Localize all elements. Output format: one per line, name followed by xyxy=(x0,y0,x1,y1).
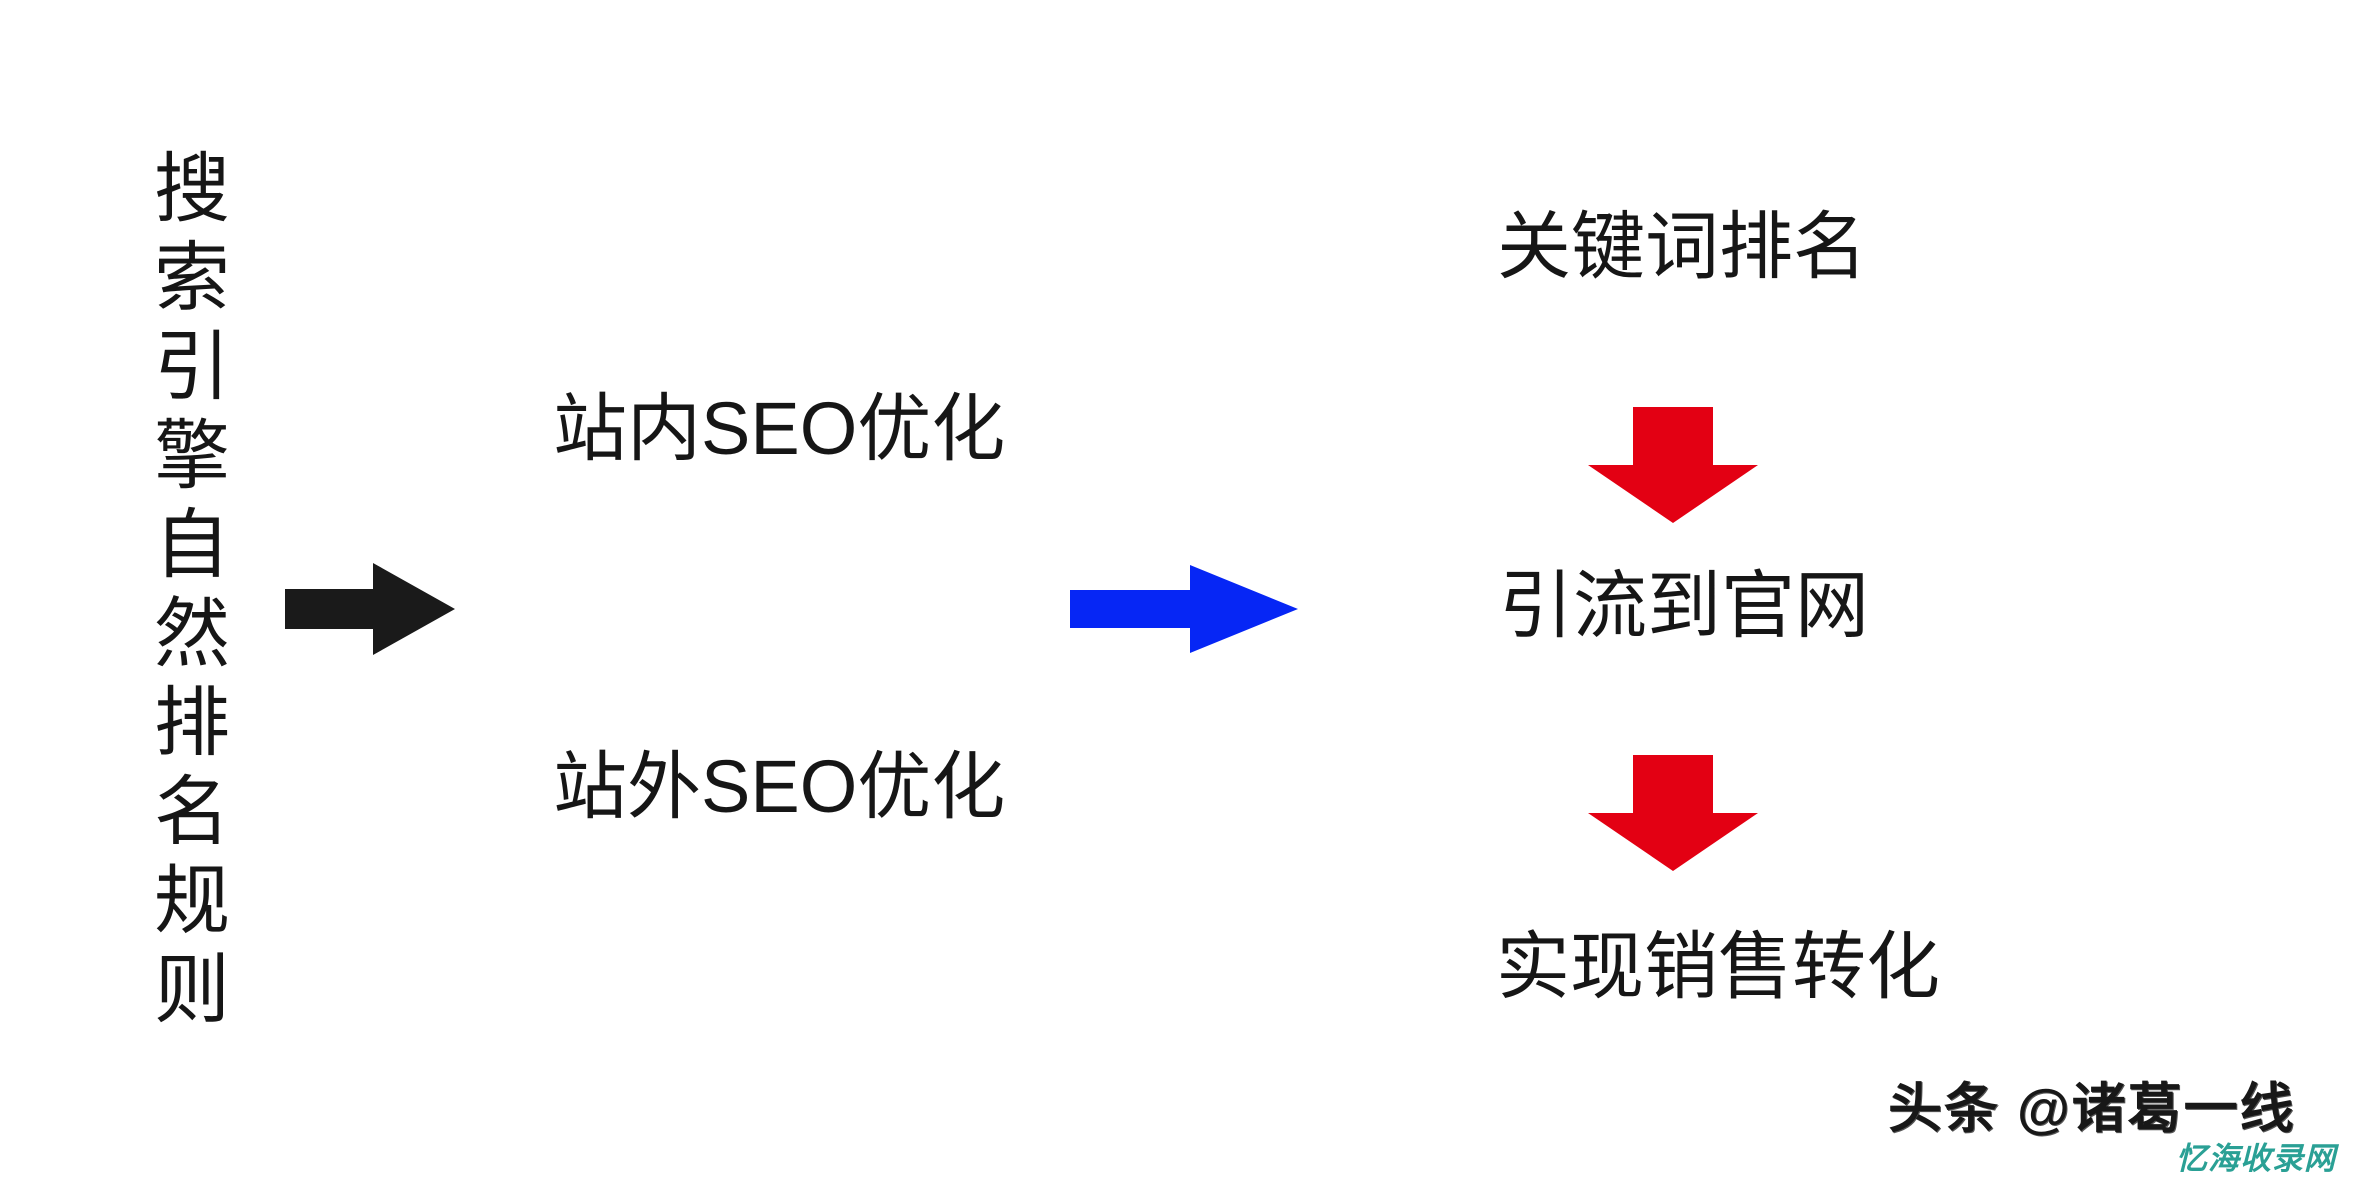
site-watermark: 忆海收录网 xyxy=(2176,1141,2336,1176)
right-arrow-blue-icon xyxy=(1070,565,1298,653)
sales-conversion-label: 实现销售转化 xyxy=(1496,925,1940,1008)
down-arrow-red-icon xyxy=(1588,407,1758,523)
offsite-seo-label: 站外SEO优化 xyxy=(553,745,1006,828)
down-arrow-red-shape xyxy=(1588,407,1758,523)
search-engine-ranking-rules-label: 搜索引擎自然排名规则 xyxy=(142,148,227,1038)
down-arrow-red-icon xyxy=(1588,755,1758,871)
right-arrow-black-icon xyxy=(285,563,455,655)
keyword-ranking-label: 关键词排名 xyxy=(1497,205,1867,288)
author-attribution: 头条 @诸葛一线 xyxy=(1888,1079,2296,1139)
right-arrow-black-shape xyxy=(285,563,455,655)
traffic-to-site-label: 引流到官网 xyxy=(1499,564,1869,647)
down-arrow-red-shape xyxy=(1588,755,1758,871)
onsite-seo-label: 站内SEO优化 xyxy=(553,387,1006,470)
right-arrow-blue-shape xyxy=(1070,565,1298,653)
